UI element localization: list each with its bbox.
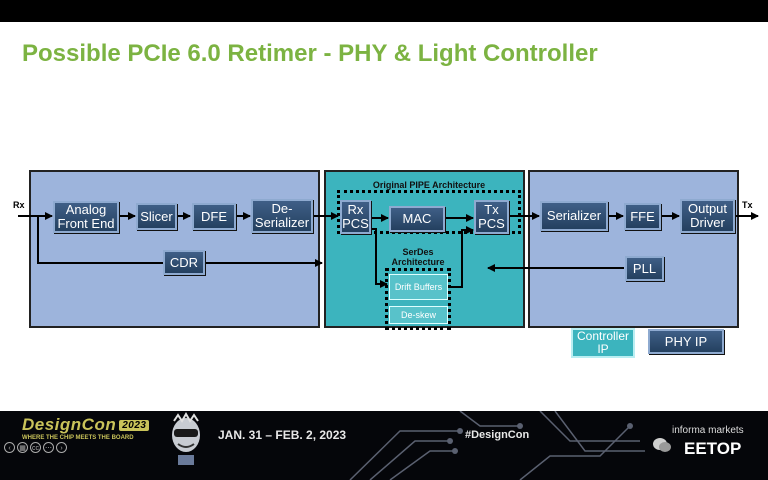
de-serializer-block: De-Serializer xyxy=(251,199,313,233)
presentation-controls: ‹ ▦ cc ⋯ › xyxy=(4,442,67,453)
tx-pcs-block: Tx PCS xyxy=(474,200,509,234)
slicer-block: Slicer xyxy=(136,203,177,230)
pll-block: PLL xyxy=(625,256,664,281)
slide: Possible PCIe 6.0 Retimer - PHY & Light … xyxy=(0,22,768,411)
tx-output-label: Tx xyxy=(742,200,753,210)
phy-rx-panel xyxy=(29,170,320,328)
ffe-block: FFE xyxy=(624,203,661,230)
mascot-robot-icon xyxy=(172,411,200,465)
slide-title: Possible PCIe 6.0 Retimer - PHY & Light … xyxy=(22,40,598,67)
legend-controller-ip: Controller IP xyxy=(571,328,635,358)
circuit-trace-decoration xyxy=(349,411,645,480)
slide-menu-icon[interactable]: ▦ xyxy=(17,442,28,453)
pipe-architecture-label: Original PIPE Architecture xyxy=(372,180,486,190)
legend-phy-ip: PHY IP xyxy=(648,329,724,354)
dfe-block: DFE xyxy=(192,203,236,230)
next-slide-icon[interactable]: › xyxy=(56,442,67,453)
rx-input-label: Rx xyxy=(13,200,25,210)
de-skew-block: De-skew xyxy=(389,306,448,324)
conference-dates: JAN. 31 – FEB. 2, 2023 xyxy=(218,428,347,442)
informa-markets-logo: informa markets xyxy=(672,425,744,436)
output-driver-block: Output Driver xyxy=(680,199,735,233)
analog-front-end-block: Analog Front End xyxy=(53,201,119,233)
captions-icon[interactable]: cc xyxy=(30,442,41,453)
serdes-architecture-label: SerDes Architecture xyxy=(391,247,445,267)
phy-tx-panel xyxy=(528,170,739,328)
more-options-icon[interactable]: ⋯ xyxy=(43,442,54,453)
designcon-hashtag: #DesignCon xyxy=(465,429,530,441)
serializer-block: Serializer xyxy=(540,201,608,231)
drift-buffers-block: Drift Buffers xyxy=(389,274,448,300)
top-black-bar xyxy=(0,0,768,22)
wechat-icon xyxy=(653,438,671,452)
designcon-tagline: WHERE THE CHIP MEETS THE BOARD xyxy=(22,435,134,441)
designcon-year-badge: 2023 xyxy=(119,420,150,432)
previous-slide-icon[interactable]: ‹ xyxy=(4,442,15,453)
mac-block: MAC xyxy=(389,206,445,232)
signal-wires xyxy=(18,212,759,288)
cdr-block: CDR xyxy=(163,250,205,275)
serdes-architecture-group xyxy=(385,268,451,330)
designcon-logo-text: DesignCon xyxy=(22,415,117,434)
rx-pcs-block: Rx PCS xyxy=(340,200,371,234)
eetop-watermark: EETOP xyxy=(684,439,742,458)
